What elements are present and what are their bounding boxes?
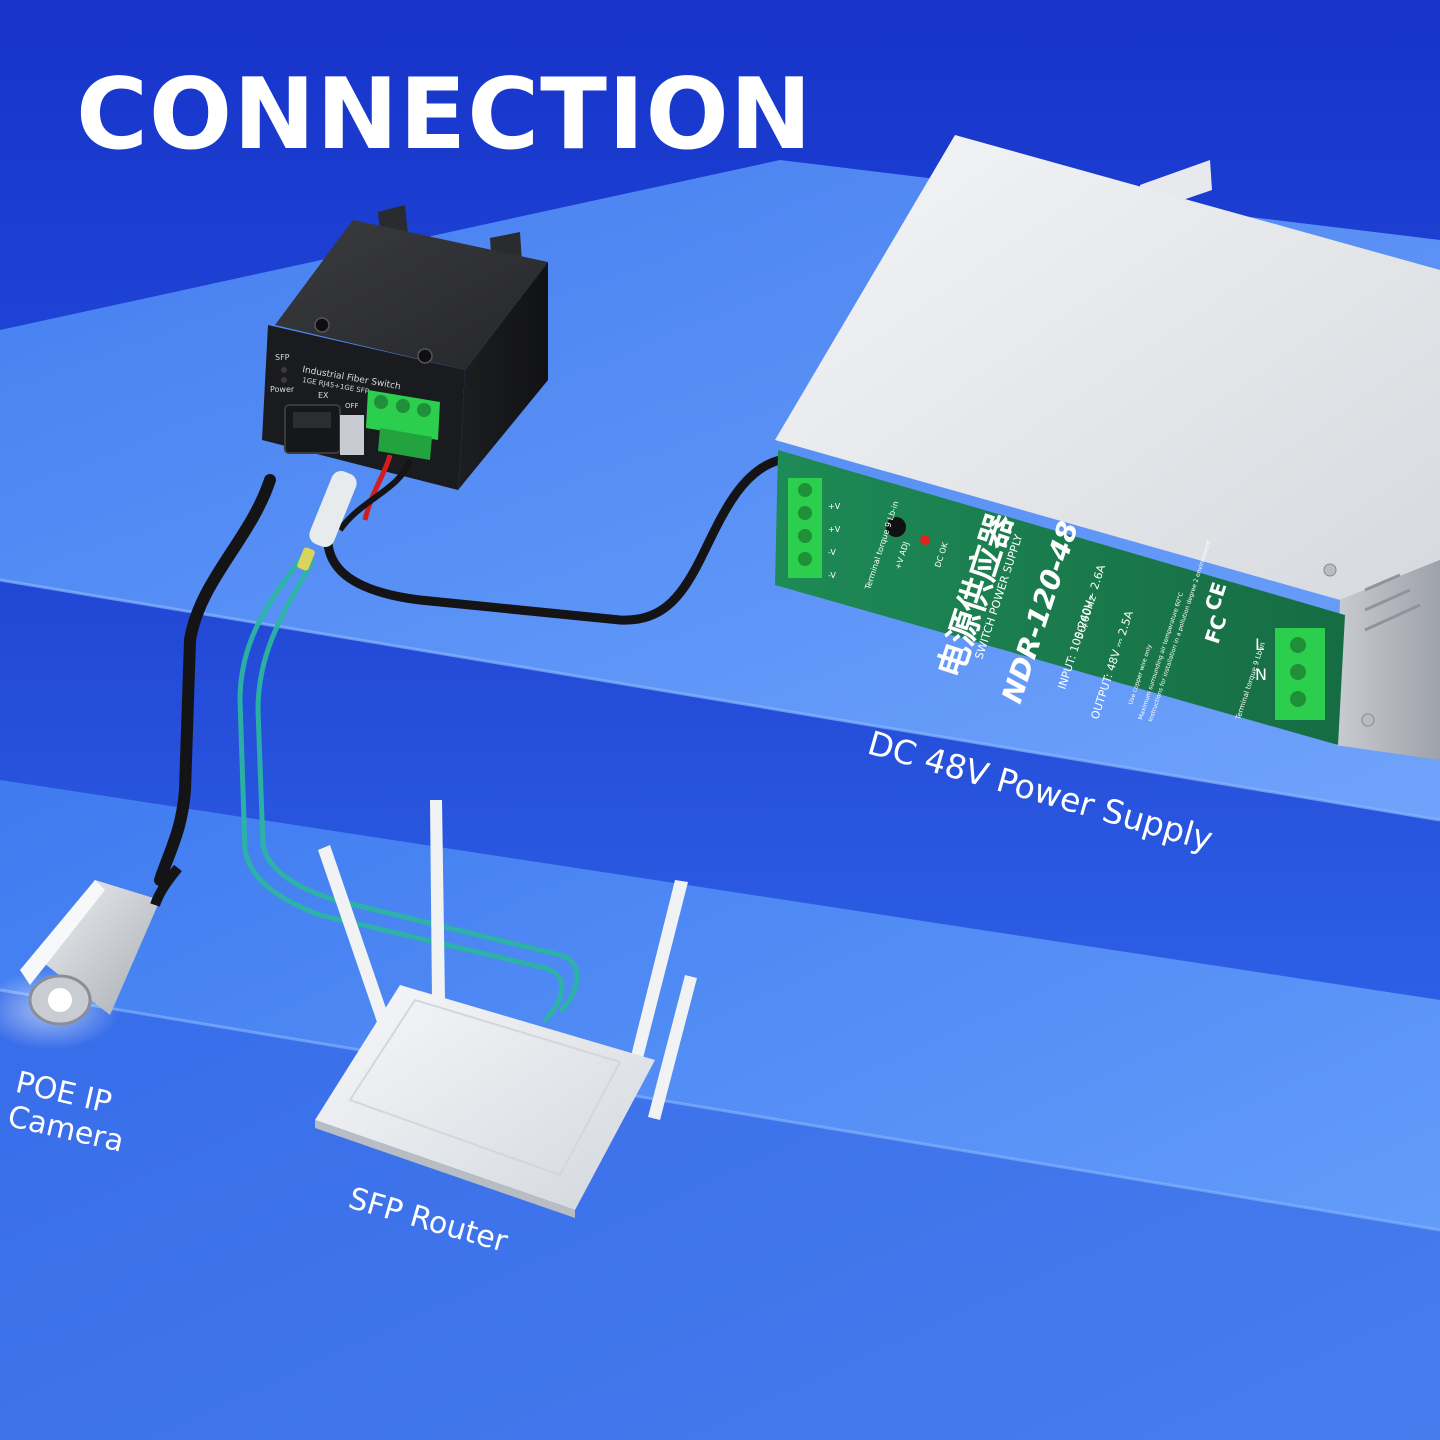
antenna: [648, 975, 697, 1120]
sfp-indicator-label: SFP: [275, 353, 290, 362]
ex-port-label: EX: [318, 391, 329, 400]
power-led: [281, 377, 287, 383]
psu-ac-terminal: [1275, 628, 1325, 720]
psu-vent: [1364, 573, 1421, 632]
antenna: [430, 800, 445, 1000]
power-cable: [323, 455, 785, 625]
sfp-module: [340, 415, 364, 455]
psu-front-label: [775, 450, 1345, 745]
screw: [314, 317, 330, 333]
psu-dc-terminal: [788, 478, 822, 578]
lower-shelf-edge: [0, 988, 1440, 1232]
off-label: OFF: [345, 402, 359, 410]
antenna: [318, 845, 390, 1025]
red-wire: [362, 454, 393, 521]
power-indicator-label: Power: [270, 385, 295, 394]
screw: [417, 348, 433, 364]
router-edge: [315, 1120, 575, 1218]
dc-terminal-block: [366, 390, 440, 460]
screw: [1323, 563, 1337, 577]
antenna: [628, 880, 688, 1070]
sfp-led: [281, 367, 287, 373]
fiber-boot: [297, 547, 315, 571]
screw: [1361, 713, 1375, 727]
shelf-edge: [0, 578, 1440, 822]
fiber-connector: [309, 470, 357, 548]
camera-hood: [20, 880, 105, 985]
router-body: [315, 985, 655, 1210]
v-adj-knob: [886, 517, 906, 537]
terminal-label: -V: [828, 571, 836, 580]
router-panel: [348, 998, 622, 1177]
terminal-label: +V: [828, 525, 841, 534]
dc-ok-led: [920, 535, 930, 545]
camera-cable: [150, 864, 182, 907]
ethernet-cable: [154, 474, 276, 886]
fiber-switch: SFP Power Industrial Fiber Switch 1GE RJ…: [262, 205, 548, 571]
sfp-router: [315, 800, 697, 1218]
terminal-label: L: [1255, 635, 1264, 654]
switch-top: [275, 220, 548, 370]
psu-side: [1335, 560, 1440, 760]
poe-ip-camera: [0, 864, 182, 1050]
switch-side: [458, 262, 548, 490]
terminal-label: -V: [828, 548, 836, 557]
fiber-cable: [237, 557, 580, 1023]
upper-shelf-front: [0, 580, 1440, 1000]
psu-top: [775, 135, 1440, 600]
terminal-label: N: [1255, 665, 1267, 684]
power-supply: 电源供应器 SWITCH POWER SUPPLY NDR-120-48 INP…: [775, 135, 1440, 760]
page-title: CONNECTION: [76, 58, 813, 172]
black-wire: [337, 458, 413, 532]
camera-lens: [48, 988, 72, 1012]
rj45-port: [293, 412, 331, 428]
terminal-label: +V: [828, 502, 841, 511]
